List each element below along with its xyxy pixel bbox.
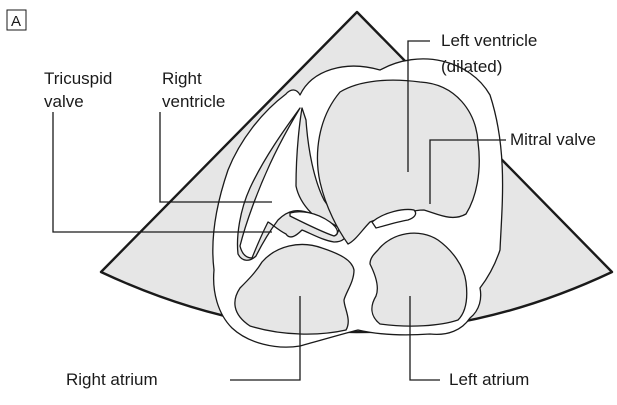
panel-letter: A bbox=[11, 13, 21, 30]
right-ventricle-label-line2: ventricle bbox=[162, 92, 225, 111]
left-ventricle-label-line1: Left ventricle bbox=[441, 31, 537, 50]
tricuspid-label-line1: Tricuspid bbox=[44, 69, 112, 88]
left-atrium-label: Left atrium bbox=[449, 370, 529, 389]
right-ventricle-label-line1: Right bbox=[162, 69, 202, 88]
tricuspid-label-line2: valve bbox=[44, 92, 84, 111]
panel-label: A bbox=[7, 10, 26, 30]
mitral-valve-label: Mitral valve bbox=[510, 130, 596, 149]
right-atrium-label: Right atrium bbox=[66, 370, 158, 389]
left-ventricle-label-line2: (dilated) bbox=[441, 57, 502, 76]
